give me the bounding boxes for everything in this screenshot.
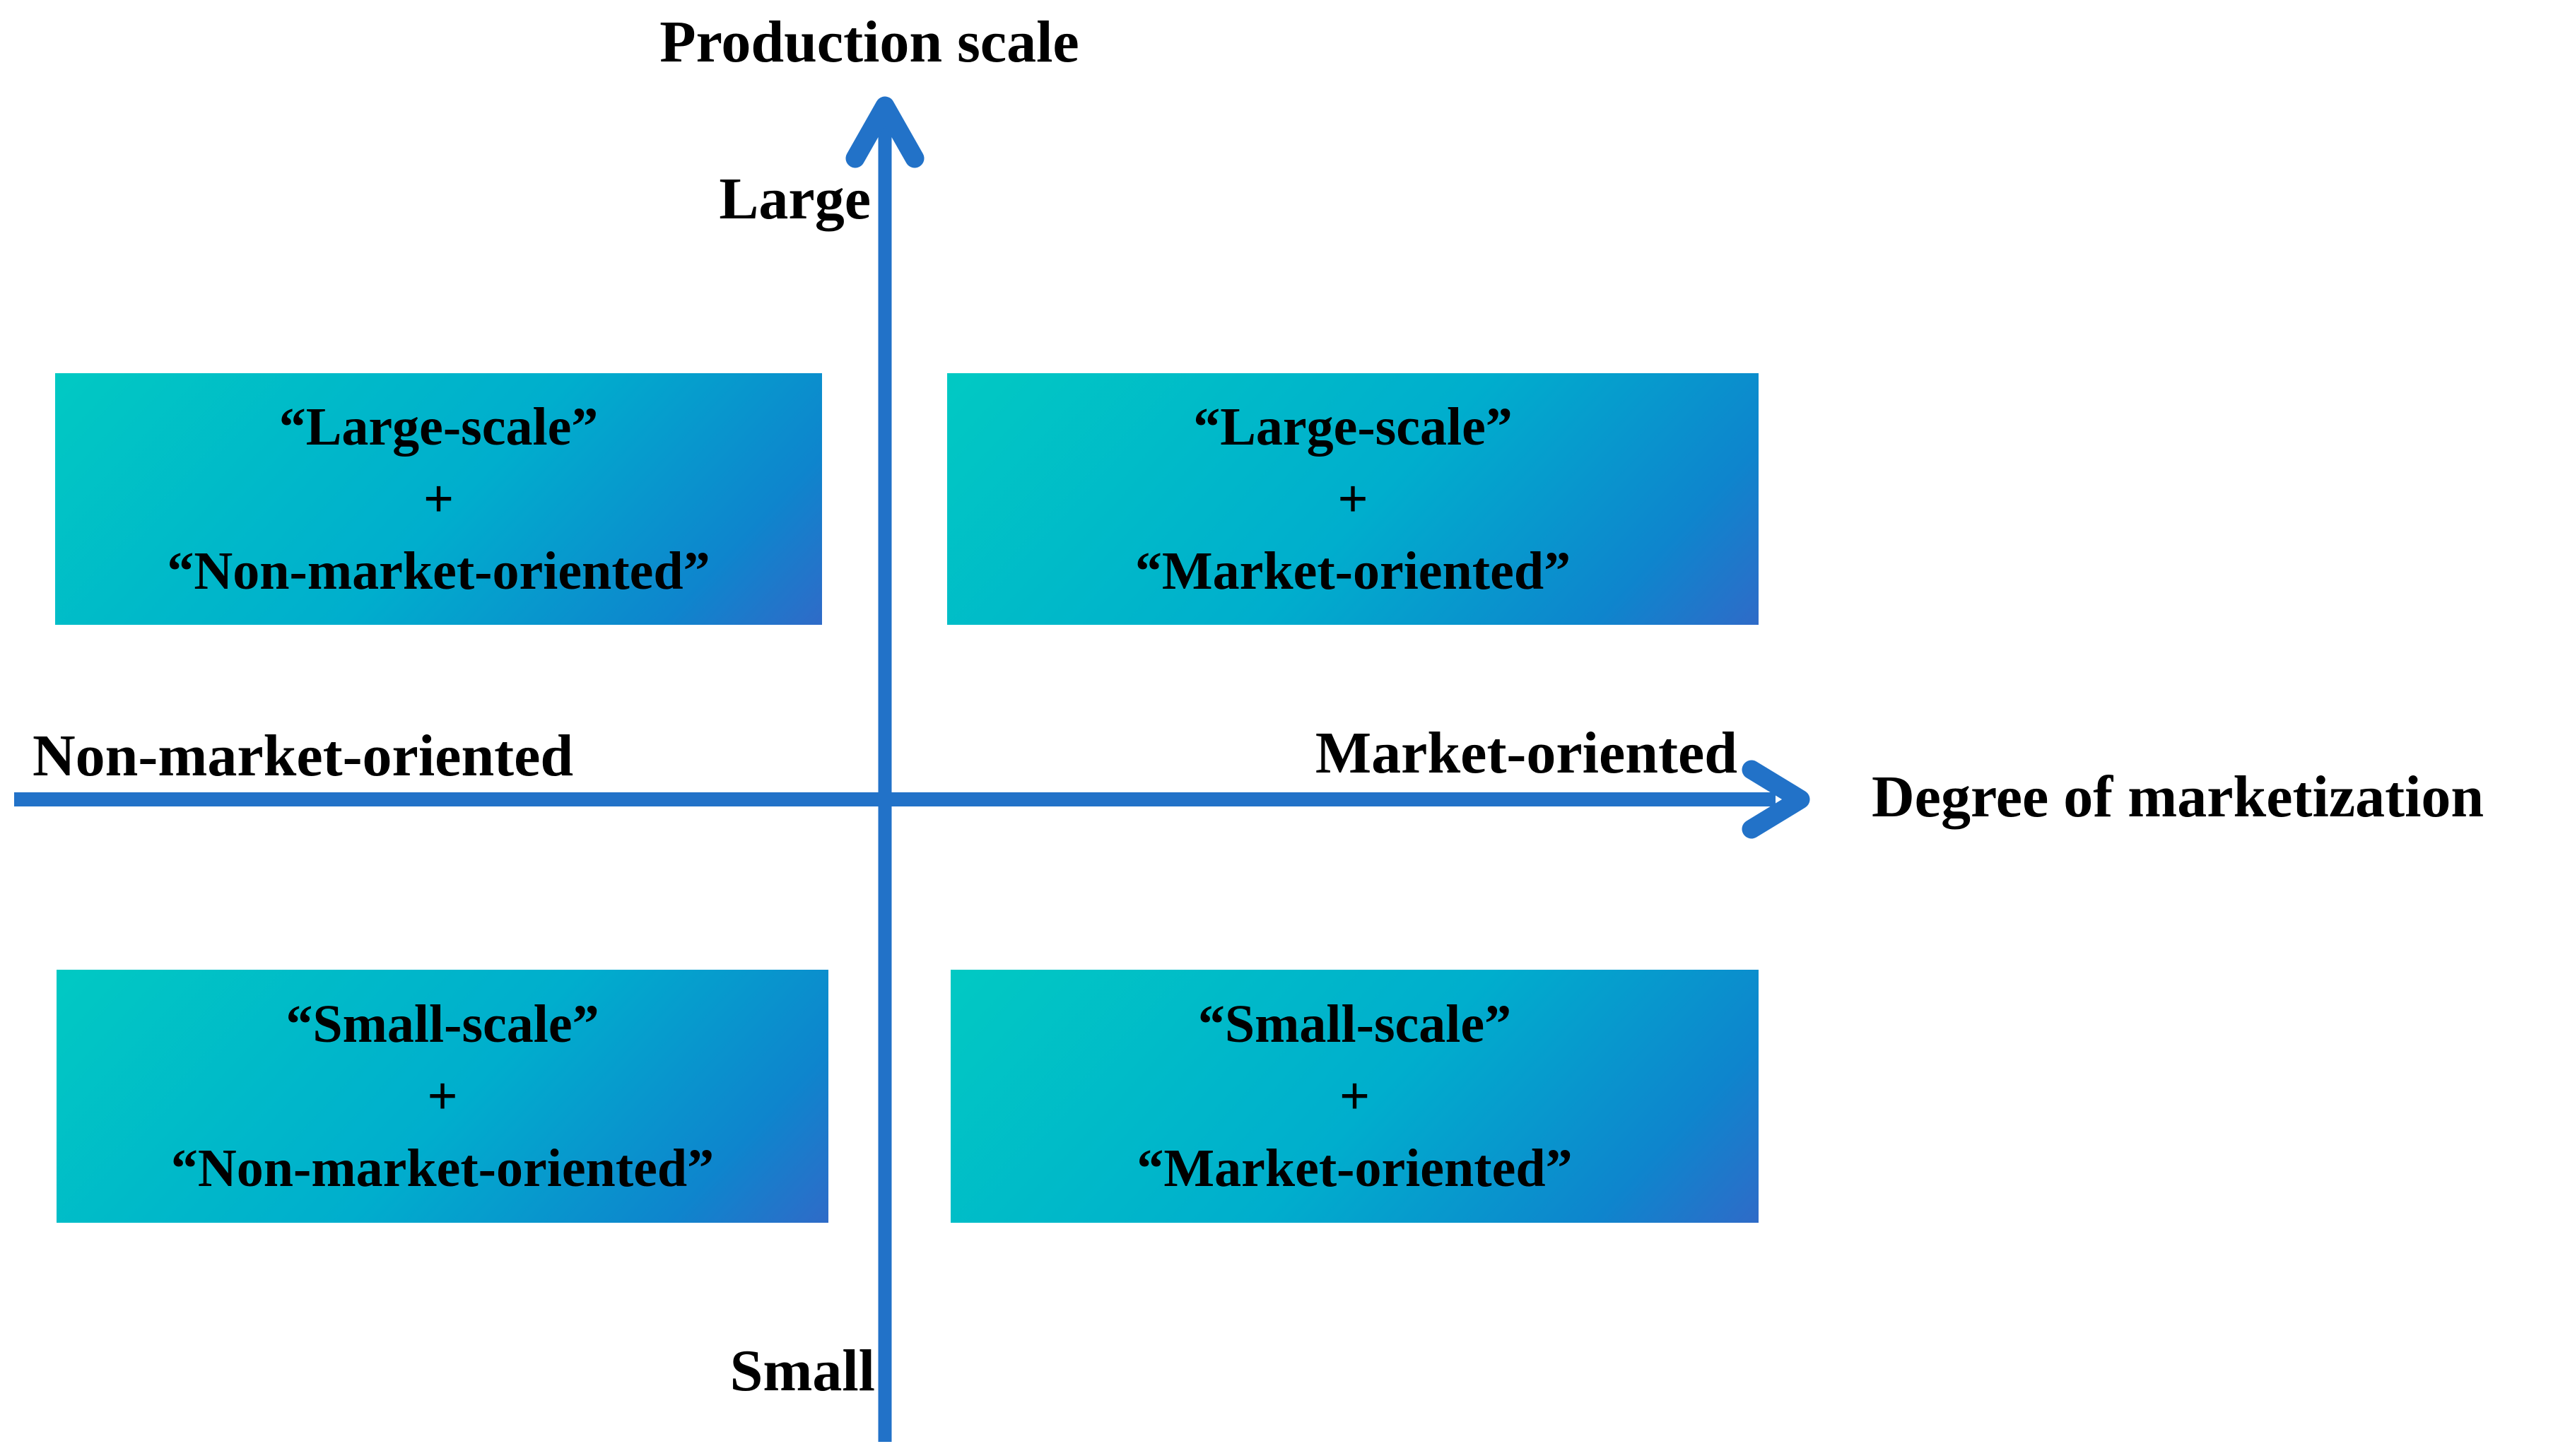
quadrant-line-orientation: “Market-oriented” [1134,541,1571,601]
quadrant-line-orientation: “Non-market-oriented” [167,541,710,601]
quadrant-bottom-right: “Small-scale” + “Market-oriented” [951,970,1759,1223]
y-axis-max-label: Large [719,166,871,232]
quadrant-top-left: “Large-scale” + “Non-market-oriented” [55,373,822,625]
quadrant-line-scale: “Small-scale” [286,994,599,1054]
plus-operator: + [423,469,454,529]
x-axis-max-label: Market-oriented [1315,720,1737,786]
plus-operator: + [1339,1067,1371,1126]
quadrant-bottom-left: “Small-scale” + “Non-market-oriented” [57,970,828,1223]
x-axis-min-label: Non-market-oriented [33,723,574,789]
quadrant-line-orientation: “Non-market-oriented” [170,1139,715,1198]
quadrant-line-scale: “Large-scale” [278,397,599,457]
quadrant-top-right: “Large-scale” + “Market-oriented” [947,373,1759,625]
quadrant-line-scale: “Small-scale” [1197,994,1512,1054]
y-axis-arrowhead-icon [845,96,925,168]
y-axis-min-label: Small [729,1338,875,1404]
plus-operator: + [1337,469,1368,529]
plus-operator: + [427,1067,458,1126]
quadrant-line-scale: “Large-scale” [1193,397,1513,457]
x-axis-title: Degree of marketization [1872,764,2484,830]
y-axis-title: Production scale [659,9,1079,75]
x-axis-arrowhead-icon [1742,760,1810,839]
quadrant-line-orientation: “Market-oriented” [1137,1139,1573,1198]
